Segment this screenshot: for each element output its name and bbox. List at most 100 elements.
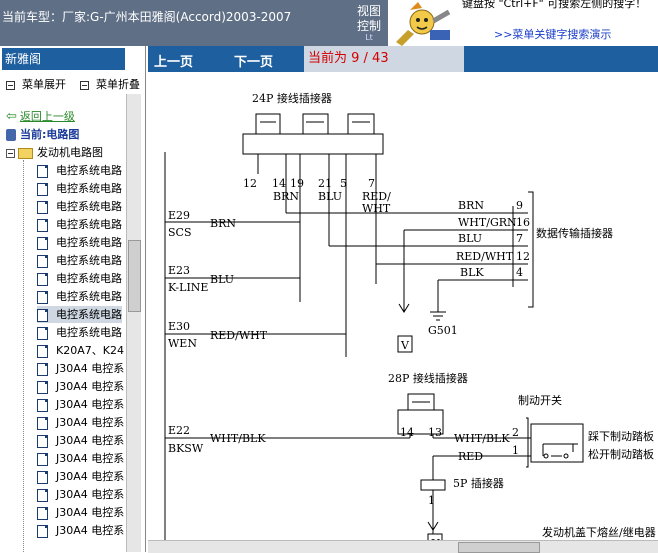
main-area: 上一页 下一页 当前为 9 / 43 bbox=[148, 46, 658, 553]
tree-item[interactable]: J30A4 电控系 bbox=[37, 522, 124, 539]
pin-19: 19 bbox=[290, 177, 304, 190]
document-icon bbox=[37, 200, 48, 214]
tree-item[interactable]: 电控系统电路 bbox=[37, 198, 122, 215]
v-terminal-label: V bbox=[400, 339, 410, 352]
menu-search-demo-link[interactable]: >>菜单关键字搜索演示 bbox=[494, 28, 612, 41]
dlc-pin-7: 7 bbox=[516, 232, 523, 245]
document-icon bbox=[37, 470, 48, 484]
document-icon bbox=[37, 308, 48, 322]
pin-7: 7 bbox=[368, 177, 375, 190]
brake-switch-label: 制动开关 bbox=[518, 393, 562, 407]
document-icon bbox=[37, 398, 48, 412]
left-panel: 新雅阁 菜单展开 菜单折叠 ⇦返回上一级 当前:电路图 发动机电路图 电控系统电… bbox=[0, 46, 146, 552]
tree-item[interactable]: J30A4 电控系 bbox=[37, 360, 124, 377]
tree-guide-line bbox=[23, 160, 24, 552]
tree-item[interactable]: 电控系统电路 bbox=[37, 288, 122, 305]
e29-label: E29 bbox=[168, 209, 190, 222]
page-indicator: 当前为 9 / 43 bbox=[304, 46, 464, 72]
e22-label: E22 bbox=[168, 424, 190, 437]
dlc-pin-16: 16 bbox=[516, 216, 530, 229]
switch-pin-2: 2 bbox=[512, 426, 519, 439]
document-icon bbox=[37, 524, 48, 538]
tree-item-label: 电控系统电路 bbox=[56, 272, 122, 285]
tree-item[interactable]: J30A4 电控系 bbox=[37, 450, 124, 467]
pedal-down-label: 踩下制动踏板 bbox=[588, 429, 654, 443]
fivep-pin-label: 1 bbox=[428, 494, 435, 507]
collapse-box-icon bbox=[6, 148, 15, 158]
dlc-wire-blu: BLU bbox=[458, 232, 482, 245]
scs-label: SCS bbox=[168, 226, 192, 239]
prev-page-button[interactable]: 上一页 bbox=[154, 55, 194, 70]
tree-item-label: 电控系统电路 bbox=[56, 254, 122, 267]
main-horizontal-scrollbar[interactable] bbox=[148, 540, 658, 553]
left-vertical-scrollbar[interactable] bbox=[126, 94, 141, 552]
ground-label: G501 bbox=[428, 324, 458, 337]
e22-wire-label: WHT/BLK bbox=[210, 432, 266, 445]
tree-item-label: 电控系统电路 bbox=[56, 326, 122, 339]
document-icon bbox=[37, 416, 48, 430]
tree-item[interactable]: J30A4 电控系 bbox=[37, 414, 124, 431]
tree-item[interactable]: 电控系统电路 bbox=[37, 216, 122, 233]
document-icon bbox=[37, 380, 48, 394]
tree-item[interactable]: 电控系统电路 bbox=[37, 270, 122, 287]
tree-item[interactable]: J30A4 电控系 bbox=[37, 504, 124, 521]
tree-item-label: J30A4 电控系 bbox=[56, 506, 125, 519]
dlc-pin-4: 4 bbox=[516, 266, 523, 279]
tree-item[interactable]: 电控系统电路 bbox=[37, 180, 122, 197]
tree-item-label: J30A4 电控系 bbox=[56, 434, 125, 447]
document-icon bbox=[37, 254, 48, 268]
collapse-menu-button[interactable]: 菜单折叠 bbox=[80, 76, 140, 92]
view-control-button[interactable]: 视图 控制 Lt bbox=[352, 4, 386, 42]
fivep-connector-label: 5P 插接器 bbox=[453, 476, 504, 490]
wire-wht-top: WHT bbox=[362, 202, 391, 215]
tree-item[interactable]: J30A4 电控系 bbox=[37, 432, 124, 449]
bksw-label: BKSW bbox=[168, 442, 204, 455]
document-icon bbox=[37, 506, 48, 520]
mascot-logo-icon bbox=[388, 0, 458, 46]
back-link[interactable]: ⇦返回上一级 bbox=[6, 108, 75, 125]
document-icon bbox=[37, 182, 48, 196]
tree-item-label: J30A4 电控系 bbox=[56, 524, 125, 537]
diagram-lines bbox=[164, 113, 584, 542]
document-icon bbox=[37, 362, 48, 376]
tree-item[interactable]: 电控系统电路 bbox=[37, 234, 122, 251]
tree-item[interactable]: J30A4 电控系 bbox=[37, 378, 124, 395]
dlc-pin-9: 9 bbox=[516, 199, 523, 212]
tree-item-label: J30A4 电控系 bbox=[56, 398, 125, 411]
next-page-button[interactable]: 下一页 bbox=[234, 55, 274, 70]
tree-item[interactable]: J30A4 电控系 bbox=[37, 396, 124, 413]
pin-21: 21 bbox=[318, 177, 332, 190]
wire-brn-top: BRN bbox=[273, 190, 299, 203]
tree-item-label: 电控系统电路 bbox=[56, 200, 122, 213]
tree-item-label: J30A4 电控系 bbox=[56, 416, 125, 429]
document-icon bbox=[37, 434, 48, 448]
tree-item[interactable]: K20A7、K24 bbox=[37, 342, 124, 359]
expand-menu-button[interactable]: 菜单展开 bbox=[6, 76, 66, 92]
tree-item-label: 电控系统电路 bbox=[56, 290, 122, 303]
tree-item[interactable]: 电控系统电路 bbox=[37, 162, 122, 179]
main-scroll-thumb[interactable] bbox=[458, 542, 540, 553]
switch-wire-wht-blk: WHT/BLK bbox=[454, 432, 510, 445]
tree-item-label: J30A4 电控系 bbox=[56, 470, 125, 483]
document-icon bbox=[37, 272, 48, 286]
tree-item-label: 电控系统电路 bbox=[56, 182, 122, 195]
diagram-labels: 24P 接线插接器 12 14 19 21 5 7 BRN BLU RED/ W… bbox=[168, 91, 656, 542]
e23-wire-label: BLU bbox=[210, 273, 234, 286]
document-icon bbox=[37, 452, 48, 466]
tree-item-label: J30A4 电控系 bbox=[56, 362, 125, 375]
help-text: 键盘按 "Ctrl+F" 可搜索左侧的搜字！ bbox=[462, 0, 647, 10]
menu-tree: ⇦返回上一级 当前:电路图 发动机电路图 电控系统电路电控系统电路电控系统电路电… bbox=[0, 108, 126, 552]
dlc-label: 数据传输插接器 bbox=[536, 226, 613, 240]
tree-item[interactable]: 电控系统电路 bbox=[37, 324, 122, 341]
tree-item[interactable]: J30A4 电控系 bbox=[37, 468, 124, 485]
tree-item[interactable]: 电控系统电路 bbox=[37, 306, 122, 323]
tree-item-label: J30A4 电控系 bbox=[56, 488, 125, 501]
left-scroll-thumb[interactable] bbox=[128, 240, 141, 312]
folder-engine-diagrams[interactable]: 发动机电路图 bbox=[6, 144, 103, 161]
document-icon bbox=[37, 290, 48, 304]
tree-item-label: 电控系统电路 bbox=[56, 308, 122, 321]
expand-icon bbox=[6, 80, 15, 90]
tree-item[interactable]: 电控系统电路 bbox=[37, 252, 122, 269]
tree-item[interactable]: J30A4 电控系 bbox=[37, 486, 124, 503]
computer-icon bbox=[6, 129, 16, 141]
